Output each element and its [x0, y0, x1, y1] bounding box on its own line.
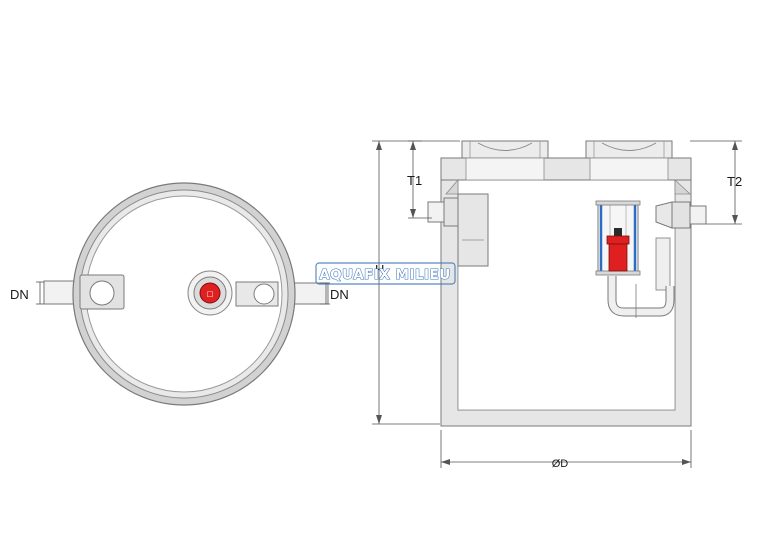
top-view: □ DN DN: [10, 182, 349, 406]
outlet-dn-label: DN: [330, 287, 349, 302]
section-inlet-pipe: [427, 193, 489, 267]
diameter-dimension: [440, 430, 692, 468]
inner-chamfer-right: [674, 179, 692, 195]
outlet-dip-pipe-inner: [608, 276, 674, 316]
inlet-dn-label: DN: [10, 287, 29, 302]
top-inlet-opening: [89, 280, 115, 306]
section-view: H T1 T2 ØD: [372, 140, 742, 470]
valve-mark-text: □: [207, 290, 214, 298]
t1-label: T1: [407, 173, 422, 188]
red-float: [606, 228, 630, 272]
left-manhole-cover: [461, 140, 549, 160]
height-label: H: [375, 262, 384, 277]
watermark-text: AQUAFIX MILIEU: [319, 267, 451, 283]
top-outlet-opening: [253, 283, 275, 305]
t1-dimension: [408, 140, 432, 219]
watermark: AQUAFIX MILIEU: [315, 262, 456, 285]
float-valve-red: [199, 282, 221, 304]
diameter-label: ØD: [552, 458, 569, 470]
right-shaft: [589, 157, 669, 181]
inlet-dn-dimension: [36, 281, 44, 305]
inner-chamfer-left: [445, 178, 459, 195]
outlet-dn-dimension: [320, 282, 330, 305]
right-manhole-cover: [585, 140, 673, 160]
tank-interior: [457, 179, 676, 411]
top-outlet-pipe: [289, 282, 329, 305]
t2-dimension: [690, 140, 742, 225]
section-outlet-pipe: [655, 201, 707, 291]
left-shaft: [465, 157, 545, 181]
t2-label: T2: [727, 174, 742, 189]
